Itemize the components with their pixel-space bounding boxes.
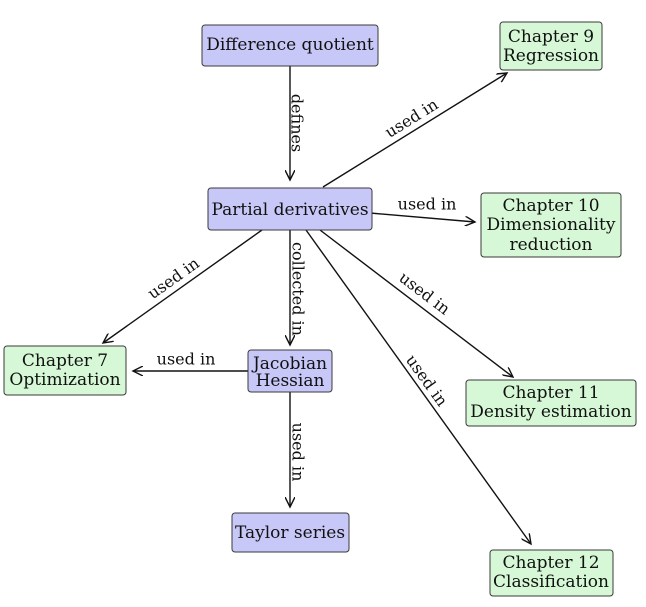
node-jacobian-label: Jacobian: [251, 354, 327, 374]
node-chapter12: Chapter 12 Classification: [489, 549, 614, 597]
svg-text:Chapter 10: Chapter 10: [502, 196, 599, 216]
svg-text:reduction: reduction: [510, 235, 593, 255]
node-chapter11-title: Chapter 11: [502, 383, 599, 403]
edge-partial-to-chapter11: [319, 229, 513, 377]
node-jacobian-hessian: Jacobian Hessian: [247, 349, 333, 393]
label-used-in-taylor: used in: [289, 423, 308, 482]
node-chapter7-title: Chapter 7: [22, 351, 108, 371]
node-partial-derivatives: Partial derivatives: [207, 187, 373, 231]
node-difference-quotient: Difference quotient: [201, 24, 379, 67]
edge-labels: defines used in used in used in collecte…: [144, 94, 456, 482]
edge-partial-to-chapter9: [322, 73, 507, 188]
svg-text:Taylor series: Taylor series: [235, 523, 345, 543]
node-chapter7-subtitle: Optimization: [9, 370, 120, 390]
node-chapter10-line3: reduction: [510, 235, 593, 255]
edge-partial-to-chapter7: [103, 229, 263, 343]
label-defines: defines: [288, 94, 307, 152]
label-collected-in: collected in: [289, 242, 308, 336]
label-used-in-chapter12: used in: [402, 351, 452, 410]
svg-text:Chapter 7: Chapter 7: [22, 351, 108, 371]
node-taylor-series-label: Taylor series: [235, 523, 345, 543]
svg-text:Classification: Classification: [493, 572, 609, 592]
node-chapter12-title: Chapter 12: [502, 553, 599, 573]
node-chapter10-line2: Dimensionality: [487, 215, 616, 235]
node-hessian-label: Hessian: [256, 371, 325, 391]
node-difference-quotient-label: Difference quotient: [206, 35, 374, 55]
svg-text:Chapter 9: Chapter 9: [508, 27, 594, 47]
edge-partial-to-chapter10: [369, 212, 475, 222]
node-chapter9: Chapter 9 Regression: [499, 21, 603, 71]
label-used-in-jacobian-chapter7: used in: [157, 350, 216, 369]
svg-text:Density estimation: Density estimation: [470, 402, 631, 422]
node-chapter10: Chapter 10 Dimensionality reduction: [480, 192, 622, 258]
node-chapter12-subtitle: Classification: [493, 572, 609, 592]
svg-text:Dimensionality: Dimensionality: [487, 215, 616, 235]
svg-text:Partial derivatives: Partial derivatives: [211, 200, 368, 220]
label-used-in-chapter11: used in: [395, 268, 453, 319]
svg-text:Regression: Regression: [503, 46, 599, 66]
node-chapter11-subtitle: Density estimation: [470, 402, 631, 422]
svg-text:Chapter 12: Chapter 12: [502, 553, 599, 573]
edge-partial-to-chapter12: [305, 229, 531, 544]
svg-text:Difference quotient: Difference quotient: [206, 35, 374, 55]
node-chapter11: Chapter 11 Density estimation: [465, 379, 637, 427]
svg-text:Optimization: Optimization: [9, 370, 120, 390]
label-used-in-chapter9: used in: [382, 95, 442, 142]
svg-text:Hessian: Hessian: [256, 371, 325, 391]
node-taylor-series: Taylor series: [231, 512, 350, 553]
node-chapter9-title: Chapter 9: [508, 27, 594, 47]
svg-text:Chapter 11: Chapter 11: [502, 383, 599, 403]
svg-text:Jacobian: Jacobian: [251, 354, 327, 374]
label-used-in-chapter10: used in: [398, 195, 457, 214]
node-chapter7: Chapter 7 Optimization: [3, 345, 127, 396]
node-chapter9-subtitle: Regression: [503, 46, 599, 66]
edges: [103, 66, 531, 544]
node-partial-derivatives-label: Partial derivatives: [211, 200, 368, 220]
node-chapter10-title: Chapter 10: [502, 196, 599, 216]
